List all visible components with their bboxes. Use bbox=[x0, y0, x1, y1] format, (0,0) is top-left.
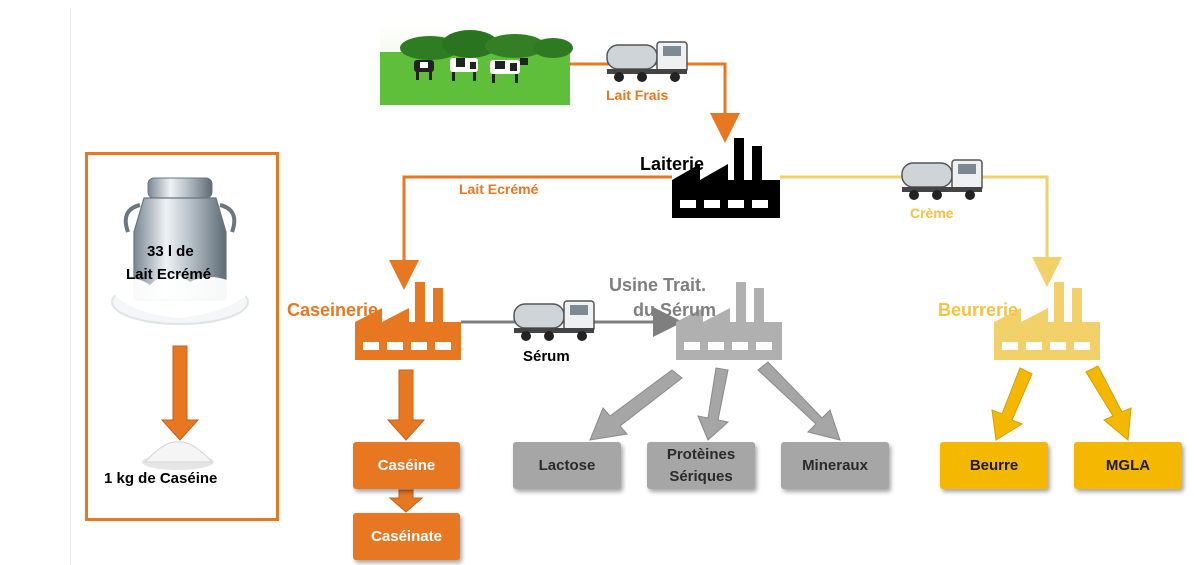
box-proteines-seriques: Protèines Sériques bbox=[647, 442, 755, 489]
arrow-to-caseinate bbox=[388, 489, 424, 513]
pasture-cows-image bbox=[380, 26, 573, 105]
beurrerie-factory-icon bbox=[994, 282, 1100, 360]
box-proteines-line2: Sériques bbox=[669, 467, 733, 485]
box-beurre: Beurre bbox=[940, 442, 1048, 489]
panel-volume-line2: Lait Ecrémé bbox=[126, 266, 212, 283]
box-proteines-line1: Protèines bbox=[666, 445, 736, 463]
label-creme: Crème bbox=[910, 205, 954, 221]
arrow-to-caseine bbox=[386, 369, 426, 441]
box-caseine: Caséine bbox=[353, 442, 460, 489]
arrow-to-result bbox=[160, 345, 200, 441]
laiterie-factory-icon bbox=[672, 138, 780, 218]
label-serum: Sérum bbox=[523, 348, 570, 365]
serum-plant-factory-icon bbox=[676, 282, 782, 360]
cow-icon bbox=[450, 58, 478, 81]
panel-result: 1 kg de Caséine bbox=[104, 470, 218, 487]
box-mineraux: Mineraux bbox=[781, 442, 889, 489]
milk-truck-icon bbox=[901, 159, 983, 200]
milk-can-icon bbox=[110, 177, 250, 325]
label-caseinerie: Caseinerie bbox=[287, 300, 379, 320]
arrow-to-mineraux bbox=[757, 361, 841, 441]
arrow-to-lactose bbox=[589, 369, 683, 441]
arrow-creme bbox=[780, 175, 1062, 287]
arrow-to-proteines bbox=[697, 367, 730, 441]
caseinerie-factory-icon bbox=[355, 282, 461, 360]
panel-volume-line1: 33 l de bbox=[147, 243, 194, 260]
box-caseinate: Caséinate bbox=[353, 513, 460, 560]
label-laiterie: Laiterie bbox=[640, 154, 705, 174]
milk-truck-icon bbox=[513, 300, 595, 341]
label-beurrerie: Beurrerie bbox=[938, 300, 1019, 320]
arrow-lait-ecreme bbox=[389, 175, 672, 290]
label-lait-frais: Lait Frais bbox=[606, 87, 669, 103]
arrow-to-beurre bbox=[991, 367, 1033, 441]
arrow-to-mgla bbox=[1085, 365, 1132, 441]
label-lait-ecreme: Lait Ecrémé bbox=[459, 181, 539, 197]
box-mgla: MGLA bbox=[1074, 442, 1182, 489]
cow-icon bbox=[490, 58, 528, 83]
casein-powder-icon bbox=[142, 441, 214, 470]
label-usine-line1: Usine Trait. bbox=[609, 275, 707, 295]
box-lactose: Lactose bbox=[513, 442, 621, 489]
milk-truck-icon bbox=[606, 41, 688, 82]
cow-icon bbox=[414, 60, 434, 80]
label-usine-line2: du Sérum bbox=[633, 300, 717, 320]
